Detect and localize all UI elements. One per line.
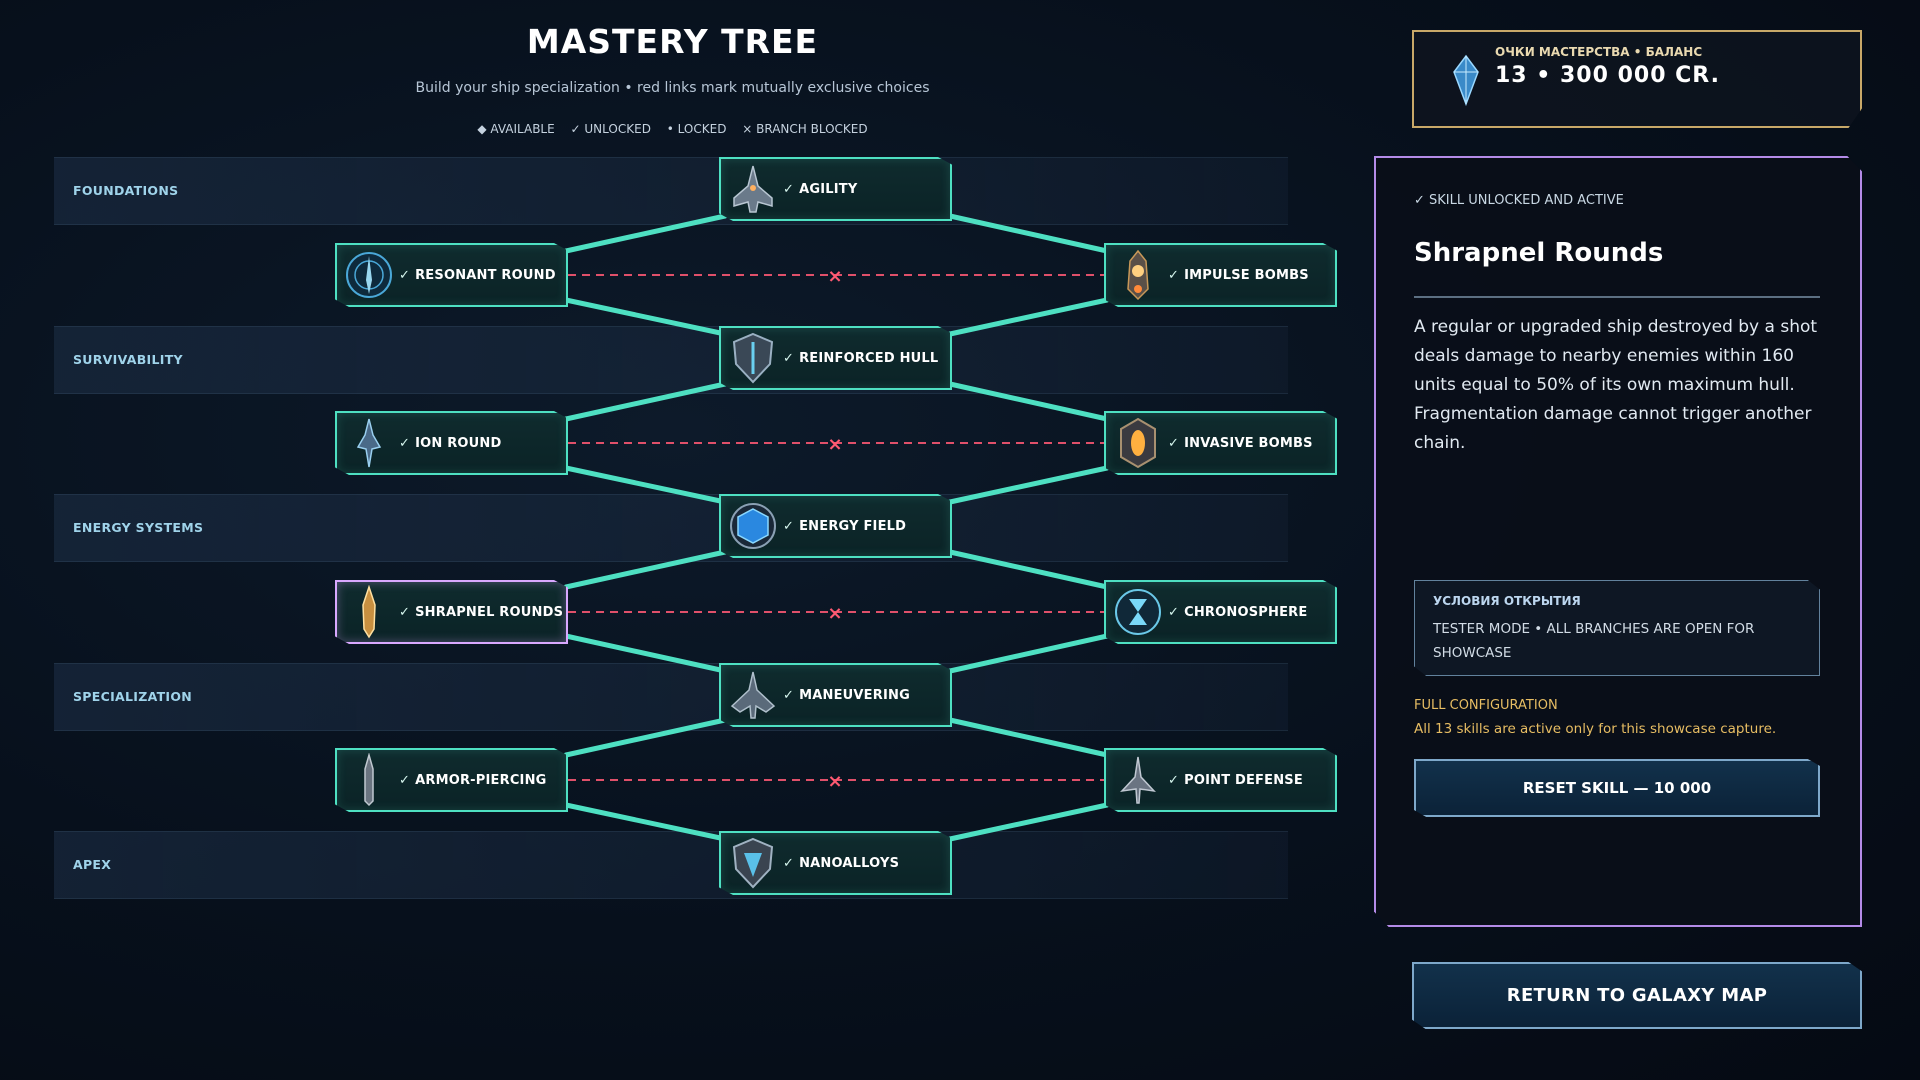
page-subtitle: Build your ship specialization • red lin… <box>415 80 930 96</box>
mastery-points-value: 13 • 300 000 CR. <box>1495 63 1721 88</box>
shrapnel-round-icon <box>343 585 395 639</box>
legend: ◆ AVAILABLE ✓ UNLOCKED • LOCKED × BRANCH… <box>0 122 1345 136</box>
reset-skill-button[interactable]: RESET SKILL — 10 000 <box>1414 759 1820 817</box>
crystal-icon <box>1453 54 1479 106</box>
legend-locked: • LOCKED <box>666 122 727 136</box>
energy-field-icon <box>727 500 779 552</box>
skill-description: A regular or upgraded ship destroyed by … <box>1414 317 1818 453</box>
blocked-mark-4: × <box>827 771 842 792</box>
node-armor-piercing[interactable]: ✓ARMOR-PIERCING <box>335 748 568 812</box>
tier-label-foundations: FOUNDATIONS <box>73 183 179 198</box>
blocked-mark-1: × <box>827 266 842 287</box>
impulse-bomb-icon <box>1112 249 1164 301</box>
page-title: MASTERY TREE <box>526 22 819 61</box>
unlock-conditions-text: TESTER MODE • ALL BRANCHES ARE OPEN FOR … <box>1433 621 1755 661</box>
tier-band-specialization <box>54 663 1288 731</box>
tier-label-survivability: SURVIVABILITY <box>73 352 183 367</box>
armor-shield-icon <box>727 837 779 889</box>
node-label-energy-field: ENERGY FIELD <box>799 518 907 534</box>
tier-band-apex <box>54 831 1288 899</box>
invasive-bomb-icon <box>1112 417 1164 469</box>
tier-band-survivability <box>54 326 1288 394</box>
node-impulse-bombs[interactable]: ✓IMPULSE BOMBS <box>1104 243 1337 307</box>
node-ion-round[interactable]: ✓ION ROUND <box>335 411 568 475</box>
divider <box>1414 296 1820 298</box>
legend-available: ◆ AVAILABLE <box>477 122 555 136</box>
node-label-shrapnel-rounds: SHRAPNEL ROUNDS <box>415 604 564 620</box>
node-chronosphere[interactable]: ✓CHRONOSPHERE <box>1104 580 1337 644</box>
unlock-conditions-title: УСЛОВИЯ ОТКРЫТИЯ <box>1433 594 1581 608</box>
node-resonant-round[interactable]: ✓RESONANT ROUND <box>335 243 568 307</box>
ion-round-icon <box>343 417 395 469</box>
node-agility[interactable]: ✓AGILITY <box>719 157 952 221</box>
node-reinforced-hull[interactable]: ✓REINFORCED HULL <box>719 326 952 390</box>
node-label-reinforced-hull: REINFORCED HULL <box>799 350 939 366</box>
ship-icon <box>727 163 779 215</box>
node-label-nanoalloys: NANOALLOYS <box>799 855 900 871</box>
shield-icon <box>727 332 779 384</box>
tier-band-foundations <box>54 157 1288 225</box>
node-label-armor-piercing: ARMOR-PIERCING <box>415 772 547 788</box>
node-maneuvering[interactable]: ✓MANEUVERING <box>719 663 952 727</box>
resonant-round-icon <box>343 249 395 301</box>
mastery-points-panel <box>1412 30 1862 128</box>
node-label-resonant-round: RESONANT ROUND <box>415 267 556 283</box>
skill-status: ✓ SKILL UNLOCKED AND ACTIVE <box>1414 193 1624 208</box>
node-label-ion-round: ION ROUND <box>415 435 502 451</box>
blocked-mark-3: × <box>827 603 842 624</box>
node-label-invasive-bombs: INVASIVE BOMBS <box>1184 435 1313 451</box>
hourglass-icon <box>1112 586 1164 638</box>
node-shrapnel-rounds[interactable]: ✓SHRAPNEL ROUNDS <box>335 580 568 644</box>
blocked-mark-2: × <box>827 434 842 455</box>
tier-band-energy-systems <box>54 494 1288 562</box>
node-label-point-defense: POINT DEFENSE <box>1184 772 1303 788</box>
armor-piercing-round-icon <box>343 753 395 807</box>
node-invasive-bombs[interactable]: ✓INVASIVE BOMBS <box>1104 411 1337 475</box>
legend-unlocked: ✓ UNLOCKED <box>570 122 651 136</box>
node-label-maneuvering: MANEUVERING <box>799 687 910 703</box>
node-energy-field[interactable]: ✓ENERGY FIELD <box>719 494 952 558</box>
interceptor-icon <box>1112 754 1164 806</box>
tier-label-energy-systems: ENERGY SYSTEMS <box>73 520 204 535</box>
node-label-agility: AGILITY <box>799 181 858 197</box>
node-label-chronosphere: CHRONOSPHERE <box>1184 604 1308 620</box>
mastery-points-caption: ОЧКИ МАСТЕРСТВА • БАЛАНС <box>1495 45 1703 59</box>
full-config-text: All 13 skills are active only for this s… <box>1414 721 1777 737</box>
fighter-ship-icon <box>727 669 779 721</box>
tier-label-specialization: SPECIALIZATION <box>73 689 193 704</box>
full-config-title: FULL CONFIGURATION <box>1414 698 1558 713</box>
node-nanoalloys[interactable]: ✓NANOALLOYS <box>719 831 952 895</box>
unlock-conditions-box <box>1414 580 1820 676</box>
node-label-impulse-bombs: IMPULSE BOMBS <box>1184 267 1309 283</box>
skill-name: Shrapnel Rounds <box>1414 238 1664 268</box>
tier-label-apex: APEX <box>73 857 112 872</box>
return-to-galaxy-map-button[interactable]: RETURN TO GALAXY MAP <box>1412 962 1862 1029</box>
legend-blocked: × BRANCH BLOCKED <box>742 122 868 136</box>
node-point-defense[interactable]: ✓POINT DEFENSE <box>1104 748 1337 812</box>
